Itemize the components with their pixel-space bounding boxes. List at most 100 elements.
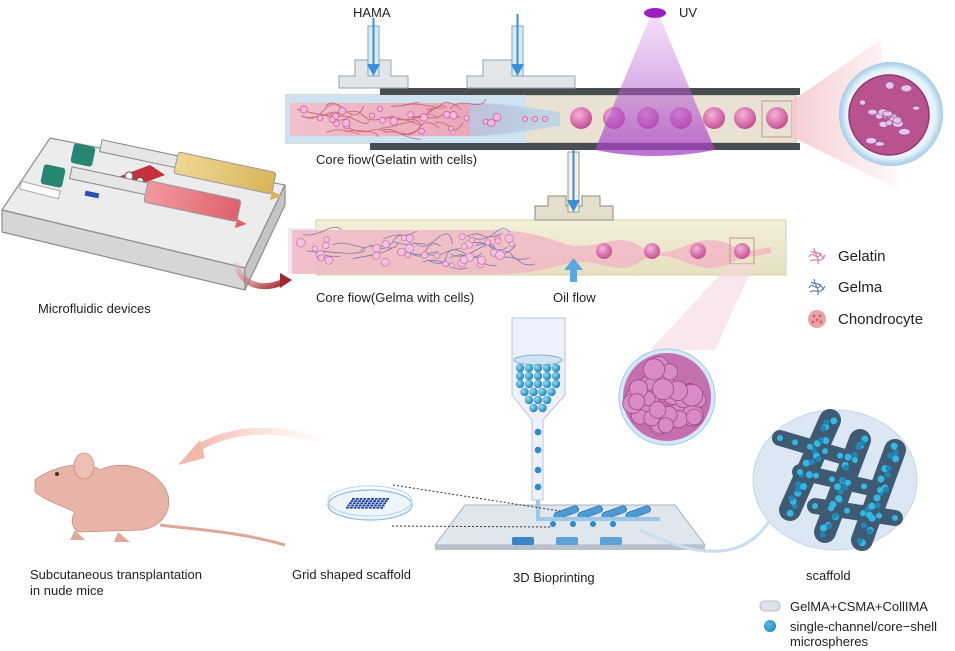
microsphere xyxy=(890,442,898,450)
grid-cell xyxy=(356,502,360,505)
chondrocyte-cluster-closeup xyxy=(618,348,716,446)
cell xyxy=(487,118,496,127)
cell xyxy=(492,112,502,122)
microsphere xyxy=(832,512,839,519)
fiber xyxy=(414,233,453,247)
microsphere xyxy=(534,446,542,454)
hama-label: HAMA xyxy=(353,5,391,20)
magnification-line xyxy=(639,519,772,553)
microsphere xyxy=(822,448,828,455)
printed-strand xyxy=(553,505,579,520)
fiber xyxy=(320,250,366,254)
vacuole xyxy=(867,109,878,116)
flow-arrow xyxy=(233,261,287,290)
microsphere xyxy=(533,395,543,405)
cell xyxy=(484,239,492,246)
microsphere xyxy=(884,471,891,478)
microsphere xyxy=(828,505,834,512)
cell xyxy=(368,112,376,119)
cell xyxy=(404,251,411,259)
fiber xyxy=(450,243,496,257)
microsphere xyxy=(865,511,873,519)
print-stage xyxy=(434,500,706,550)
projection-line xyxy=(392,484,561,512)
microsphere xyxy=(861,483,867,490)
microsphere xyxy=(703,107,725,129)
bottom-microfluidic-channel xyxy=(288,150,787,282)
cell xyxy=(324,256,333,265)
grid-cell xyxy=(383,502,386,505)
vacuole xyxy=(900,84,913,93)
grid-cell xyxy=(380,500,384,502)
microsphere xyxy=(766,107,788,129)
grid-cell xyxy=(355,498,359,500)
scaffold-legend-label: single-channel/core−shell xyxy=(790,619,938,634)
microsphere xyxy=(826,523,833,530)
cell xyxy=(419,113,428,122)
grid-cell xyxy=(369,500,373,502)
grid-cell xyxy=(366,504,370,507)
cell xyxy=(299,105,308,114)
microsphere xyxy=(533,379,543,389)
fiber xyxy=(426,101,462,111)
cell xyxy=(522,116,528,122)
cell xyxy=(379,116,386,124)
grid-cell xyxy=(346,506,349,509)
cell xyxy=(381,240,390,249)
microsphere xyxy=(797,469,803,475)
bioprinting-caption: 3D Bioprinting xyxy=(513,570,595,585)
vacuole xyxy=(892,116,902,124)
microsphere xyxy=(860,510,866,517)
top-core-cells xyxy=(299,105,548,135)
grid-cell xyxy=(382,498,386,500)
legend-label: Gelma xyxy=(838,278,883,296)
grid-cell xyxy=(350,500,354,502)
microsphere xyxy=(515,379,525,389)
uv-beam xyxy=(595,17,715,156)
grid-cell xyxy=(359,498,363,500)
grid-cell xyxy=(353,506,357,509)
vacuole xyxy=(885,81,895,90)
printed-strand xyxy=(625,505,651,520)
microsphere xyxy=(690,243,706,259)
grid-cell xyxy=(384,500,388,502)
cell xyxy=(372,251,381,260)
grid-cell xyxy=(371,498,374,500)
microsphere xyxy=(842,484,849,491)
microsphere xyxy=(855,443,862,450)
cell xyxy=(400,234,407,242)
top-microfluidic-channel xyxy=(285,8,800,156)
microsphere xyxy=(786,509,794,517)
microsphere xyxy=(877,475,885,483)
gelma-fiber-icon xyxy=(808,278,826,296)
scaffold-legend-label: GelMA+CSMA+CollIMA xyxy=(790,599,928,614)
microsphere xyxy=(885,465,892,472)
microsphere xyxy=(892,449,899,456)
grid-cell xyxy=(380,506,383,509)
grid-cell xyxy=(354,500,358,502)
syringe-red xyxy=(40,164,247,228)
microsphere xyxy=(866,528,873,535)
mouse-caption: Subcutaneous transplantation in nude mic… xyxy=(30,567,202,599)
uv-light xyxy=(595,8,715,156)
microsphere xyxy=(873,494,881,502)
microsphere xyxy=(837,452,843,459)
legend-item-gelatin: Gelatin xyxy=(806,245,886,267)
microsphere xyxy=(856,537,863,544)
microsphere xyxy=(520,387,529,397)
grid-cell xyxy=(375,502,379,505)
cell xyxy=(405,243,415,253)
chondrocyte xyxy=(657,417,674,434)
microsphere xyxy=(644,243,660,259)
syringe-yellow xyxy=(70,139,282,200)
fiber xyxy=(471,242,508,251)
cell xyxy=(389,117,399,126)
microsphere xyxy=(802,459,810,467)
grid-cell xyxy=(363,498,367,500)
cell xyxy=(420,251,429,259)
grid-cell xyxy=(358,504,362,507)
magnification-fan xyxy=(650,264,754,350)
cell xyxy=(296,238,306,248)
grid-cell xyxy=(374,504,377,507)
